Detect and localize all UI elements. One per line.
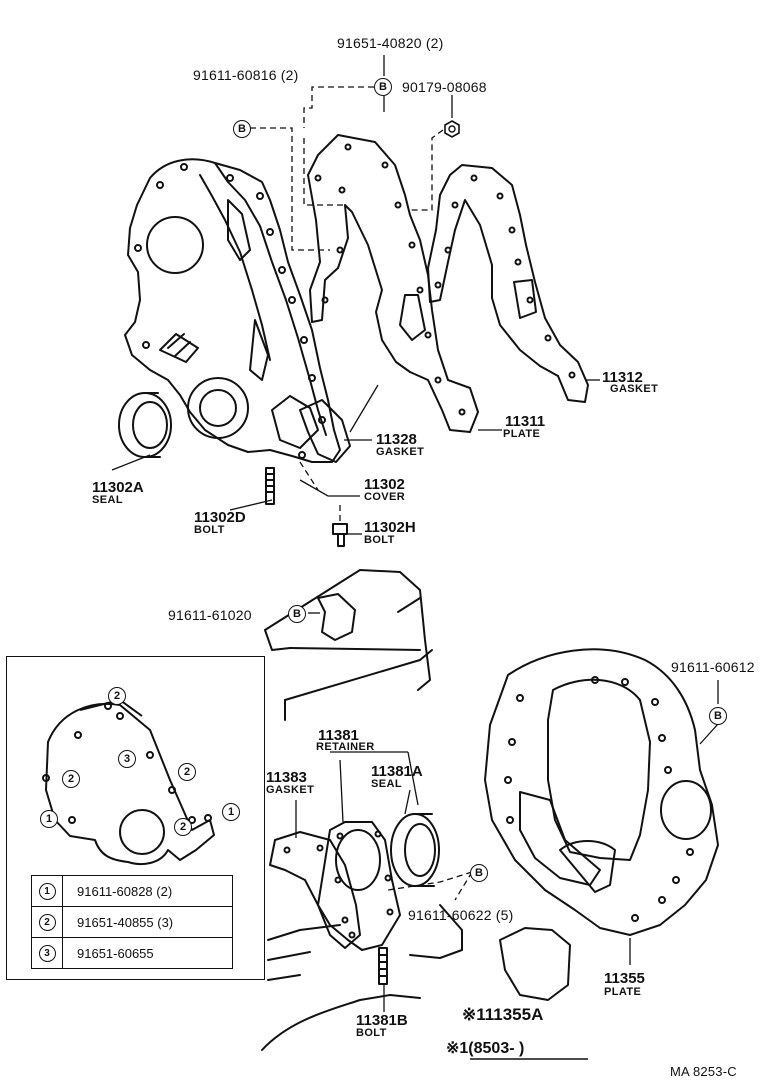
gasket-11312-drawing xyxy=(427,164,589,403)
label-91611-60816: 91611-60816 (2) xyxy=(193,67,299,83)
footnote-underline xyxy=(470,1058,588,1060)
label-11302h-desc: BOLT xyxy=(364,534,395,546)
bolt-11381b-drawing xyxy=(378,947,388,985)
gasket-11328-drawing xyxy=(299,399,351,463)
catalog-reference: MA 8253-C xyxy=(670,1064,737,1079)
label-91611-60612: 91611-60612 xyxy=(671,659,755,675)
label-91611-60622: 91611-60622 (5) xyxy=(408,907,514,923)
label-11383: 11383 xyxy=(266,769,307,786)
label-11302d-desc: BOLT xyxy=(194,524,225,536)
table-row-number: 1 xyxy=(38,883,56,900)
bolt-11302d-drawing xyxy=(265,467,275,505)
label-11312-desc: GASKET xyxy=(610,383,659,395)
label-11302a-desc: SEAL xyxy=(92,494,123,506)
label-11302a: 11302A xyxy=(92,479,144,496)
label-11355-desc: PLATE xyxy=(604,986,642,998)
inset-callout: 3 xyxy=(118,750,136,768)
plate-11355-drawing xyxy=(484,648,719,936)
nut-icon xyxy=(444,120,460,138)
label-11311: 11311 xyxy=(505,413,546,430)
label-90179-08068: 90179-08068 xyxy=(402,79,487,95)
label-11381b: 11381B xyxy=(356,1012,408,1029)
inset-callout: 2 xyxy=(108,687,126,705)
gasket-11383-drawing xyxy=(269,831,361,949)
inset-callout: 1 xyxy=(222,803,240,821)
label-11381a: 11381A xyxy=(371,763,423,780)
inset-callout: 2 xyxy=(62,770,80,788)
table-row-part: 91651-40855 (3) xyxy=(62,906,233,938)
table-row: 1 91611-60828 (2) xyxy=(31,875,233,907)
inset-cover-drawing xyxy=(42,699,215,865)
bolt-marker-b: B xyxy=(233,120,251,138)
seal-11381a-drawing xyxy=(390,813,440,887)
table-row: 2 91651-40855 (3) xyxy=(31,906,233,938)
table-row: 3 91651-60655 xyxy=(31,937,233,969)
label-11355: 11355 xyxy=(604,970,645,987)
label-11311-desc: PLATE xyxy=(503,428,541,440)
bolt-marker-b: B xyxy=(288,605,306,623)
plate-11311-drawing xyxy=(307,134,479,433)
label-11312: 11312 xyxy=(602,369,643,386)
bolt-marker-b: B xyxy=(709,707,727,725)
label-11302-desc: COVER xyxy=(364,491,406,503)
label-11381a-desc: SEAL xyxy=(371,778,402,790)
bolt-marker-b: B xyxy=(470,864,488,882)
bracket-drawing xyxy=(317,593,356,641)
table-row-number: 3 xyxy=(38,945,56,962)
inset-callout: 1 xyxy=(40,810,58,828)
label-11381-desc: RETAINER xyxy=(316,741,375,753)
inset-callout: 2 xyxy=(178,763,196,781)
table-row-part: 91611-60828 (2) xyxy=(62,875,233,907)
inset-panel xyxy=(6,656,265,980)
seal-11302a-drawing xyxy=(118,392,172,458)
label-11381: 11381 xyxy=(318,727,359,744)
label-11302: 11302 xyxy=(364,476,405,493)
engine-block-drawing xyxy=(261,569,463,1051)
table-row-part: 91651-60655 xyxy=(62,937,233,969)
label-11383-desc: GASKET xyxy=(266,784,315,796)
inset-parts-table: 1 91611-60828 (2) 2 91651-40855 (3) 3 91… xyxy=(31,875,233,969)
label-11302d: 11302D xyxy=(194,509,246,526)
table-row-number: 2 xyxy=(38,914,56,931)
part-11355a-drawing xyxy=(499,927,571,1001)
label-11328: 11328 xyxy=(376,431,417,448)
label-91611-61020: 91611-61020 xyxy=(168,607,252,623)
label-11355a: ※111355A xyxy=(462,1005,544,1024)
bolt-marker-b: B xyxy=(374,78,392,96)
label-11381b-desc: BOLT xyxy=(356,1027,387,1039)
footnote: ※1(8503- ) xyxy=(446,1040,525,1057)
timing-cover-drawing xyxy=(124,158,341,463)
label-91651-40820: 91651-40820 (2) xyxy=(337,35,444,51)
label-11302h: 11302H xyxy=(364,519,416,536)
bolt-11302h-drawing xyxy=(332,523,348,547)
label-11328-desc: GASKET xyxy=(376,446,425,458)
inset-callout: 2 xyxy=(174,818,192,836)
